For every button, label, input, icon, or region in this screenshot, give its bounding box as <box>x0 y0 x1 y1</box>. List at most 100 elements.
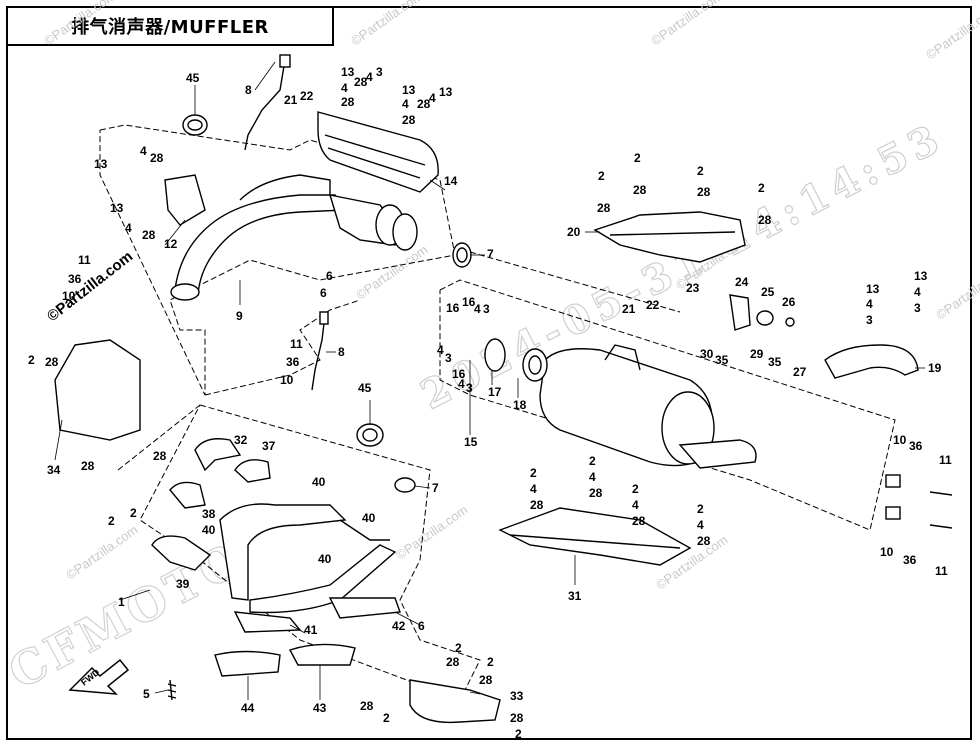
callout-2: 2 <box>455 641 462 655</box>
callout-28: 28 <box>446 655 460 669</box>
callout-13: 13 <box>341 65 355 79</box>
upper-header-group-outline <box>99 124 456 396</box>
stud-10-lower <box>885 506 901 520</box>
callout-4: 4 <box>589 470 596 484</box>
shield-43 <box>288 643 356 666</box>
lower-header-pipe <box>219 503 347 601</box>
callout-22: 22 <box>646 298 660 312</box>
watermark-partzilla: ©Partzilla.com <box>41 0 118 48</box>
damper-25 <box>756 310 774 326</box>
title-box: 排气消声器/MUFFLER <box>6 6 334 46</box>
callout-3: 3 <box>445 351 452 365</box>
callout-2: 2 <box>697 164 704 178</box>
callout-40: 40 <box>362 511 376 525</box>
watermark-brand: CFMOTO <box>0 531 253 700</box>
watermark-partzilla: ©Partzilla.com <box>348 0 425 48</box>
callout-28: 28 <box>758 213 772 227</box>
callout-41: 41 <box>304 623 318 637</box>
nut-26 <box>785 317 795 327</box>
callout-42: 42 <box>392 619 406 633</box>
callout-38: 38 <box>202 507 216 521</box>
group-outlines <box>99 124 896 701</box>
callout-1: 1 <box>118 595 125 609</box>
callout-28: 28 <box>360 699 374 713</box>
callout-28: 28 <box>530 498 544 512</box>
callout-24: 24 <box>735 275 749 289</box>
callout-6: 6 <box>326 269 333 283</box>
heat-shield-upper <box>317 111 439 193</box>
callout-13: 13 <box>94 157 108 171</box>
callout-22: 22 <box>300 89 314 103</box>
callout-9: 9 <box>236 309 243 323</box>
shield-44 <box>214 650 281 677</box>
callout-4: 4 <box>530 482 537 496</box>
callout-4: 4 <box>429 91 436 105</box>
callout-28: 28 <box>354 75 368 89</box>
callout-8: 8 <box>338 345 345 359</box>
callout-4: 4 <box>402 97 409 111</box>
callout-2: 2 <box>130 506 137 520</box>
callout-28: 28 <box>632 514 646 528</box>
callout-11: 11 <box>78 253 91 267</box>
callout-34: 34 <box>47 463 61 477</box>
callout-2: 2 <box>589 454 596 468</box>
callout-35: 35 <box>715 353 729 367</box>
callout-16: 16 <box>462 295 476 309</box>
callout-35: 35 <box>768 355 782 369</box>
callout-28: 28 <box>153 449 167 463</box>
diagram-frame <box>6 6 972 740</box>
callout-21: 21 <box>284 93 298 107</box>
callout-28: 28 <box>417 97 431 111</box>
callout-17: 17 <box>488 385 502 399</box>
callout-15: 15 <box>464 435 478 449</box>
callout-6: 6 <box>320 286 327 300</box>
watermark-partzilla: ©Partzilla.com <box>393 502 470 562</box>
callout-40: 40 <box>312 475 326 489</box>
callout-18: 18 <box>513 398 527 412</box>
muffler-group-outline <box>439 279 896 531</box>
callout-10: 10 <box>880 545 894 559</box>
callout-labels: 45 8 21 22 13 28 4 3 4 28 13 4 28 28 4 1… <box>28 65 952 741</box>
callout-39: 39 <box>176 577 190 591</box>
callout-32: 32 <box>234 433 248 447</box>
callout-13: 13 <box>914 269 928 283</box>
callout-37: 37 <box>262 439 276 453</box>
callout-13: 13 <box>439 85 453 99</box>
callout-16: 16 <box>452 367 466 381</box>
callout-4: 4 <box>458 377 465 391</box>
callout-36: 36 <box>903 553 917 567</box>
elbow-32 <box>194 438 242 472</box>
muffler-outlet <box>678 439 757 469</box>
callout-28: 28 <box>697 534 711 548</box>
leader-lines <box>54 61 925 700</box>
callout-12: 12 <box>164 237 178 251</box>
watermark-partzilla: ©Partzilla.com <box>63 522 140 582</box>
callout-36: 36 <box>286 355 300 369</box>
watermark-partzilla: ©Partzilla.com <box>933 262 980 322</box>
callout-13: 13 <box>866 282 880 296</box>
callout-28: 28 <box>142 228 156 242</box>
o2-sensor-lower <box>311 314 326 391</box>
heat-shield-rear <box>593 211 746 263</box>
header-flange <box>170 283 200 301</box>
callout-28: 28 <box>597 201 611 215</box>
callout-11: 11 <box>290 337 303 351</box>
callout-10: 10 <box>62 289 76 303</box>
callout-2: 2 <box>28 353 35 367</box>
callout-28: 28 <box>633 183 647 197</box>
callout-4: 4 <box>474 302 481 316</box>
muffler-flange <box>484 338 506 372</box>
callout-6: 6 <box>418 619 425 633</box>
upper-header-sub-outline <box>204 299 361 396</box>
callout-28: 28 <box>81 459 95 473</box>
callout-4: 4 <box>437 343 444 357</box>
elbow-38 <box>169 481 206 509</box>
callout-30: 30 <box>700 347 714 361</box>
callout-45: 45 <box>186 71 200 85</box>
callout-2: 2 <box>515 727 522 741</box>
callout-28: 28 <box>402 113 416 127</box>
parts-layer <box>54 54 953 724</box>
o2-sensor-upper <box>244 59 286 151</box>
shield-42 <box>328 597 401 619</box>
callout-2: 2 <box>598 169 605 183</box>
